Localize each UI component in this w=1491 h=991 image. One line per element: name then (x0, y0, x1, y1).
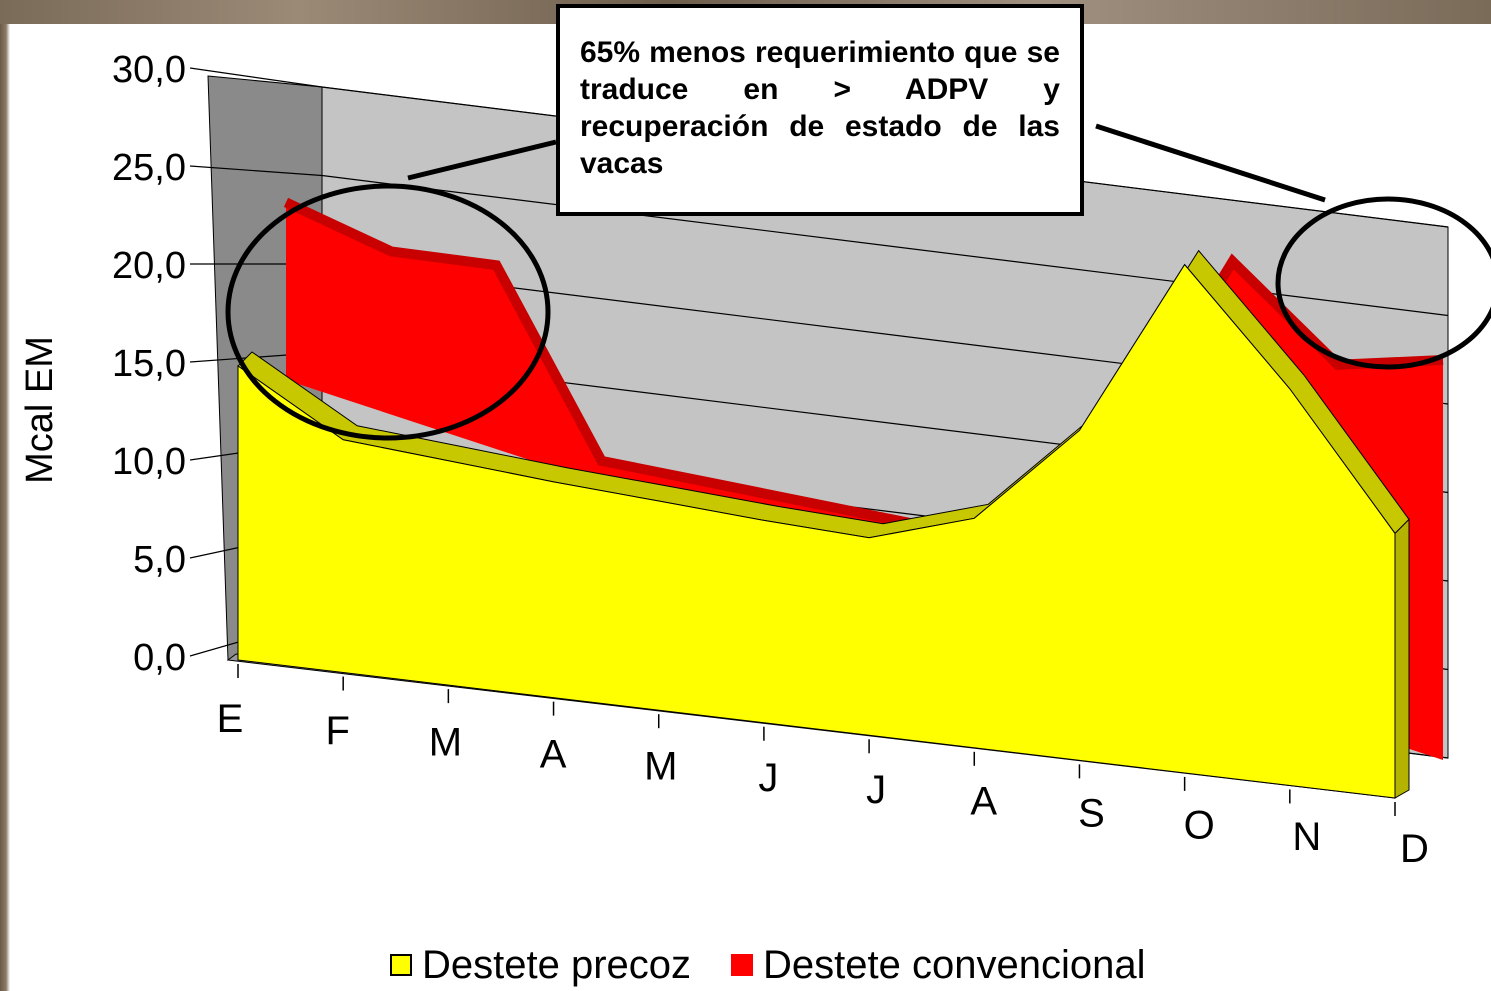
legend-swatch-precoz (390, 954, 412, 976)
legend-label-precoz: Destete precoz (422, 942, 692, 987)
x-tick-label-10: N (1292, 815, 1321, 859)
x-tick-label-6: J (866, 768, 886, 812)
y-tick-label-4: 20,0 (112, 245, 186, 287)
y-tick-label-2: 10,0 (112, 441, 186, 483)
highlight-ellipse-right (1275, 196, 1491, 370)
y-tick-label-1: 5,0 (133, 539, 186, 581)
x-tick-label-0: E (217, 697, 244, 741)
x-tick-label-3: A (540, 732, 567, 776)
y-axis-label: Mcal EM (19, 336, 61, 484)
x-tick-label-8: S (1078, 792, 1105, 836)
gridline-side-6 (189, 67, 323, 88)
x-tick-label-2: M (429, 721, 462, 765)
gridline-side-5 (189, 165, 323, 177)
y-tick-label-5: 25,0 (112, 147, 186, 189)
annotation-callout: 65% menos requerimiento que se traduce e… (556, 4, 1084, 216)
y-tick-label-3: 15,0 (112, 343, 186, 385)
leader-line-right (1095, 123, 1326, 203)
legend-label-convencional: Destete convencional (763, 942, 1146, 987)
x-tick-label-5: J (758, 756, 778, 800)
side-edge-destete-precoz (1394, 518, 1410, 799)
legend-swatch-convencional (731, 954, 754, 976)
chart-areas (237, 197, 1444, 799)
x-tick-label-1: F (325, 709, 349, 753)
legend: Destete precoz Destete convencional (390, 940, 1186, 990)
annotation-text: 65% menos requerimiento que se traduce e… (580, 36, 1060, 180)
line-destete-convencional (283, 197, 1444, 530)
legend-item-precoz: Destete precoz (390, 943, 691, 988)
leader-line-left (407, 139, 557, 181)
tick-labels: 0,0 5,0 10,0 15,0 20,0 25,0 30,0E F M A M J J A S O N D Mc… (19, 49, 1429, 871)
x-tick-label-7: A (970, 780, 997, 824)
x-tick-label-9: O (1184, 803, 1215, 847)
x-tick-label-11: D (1400, 827, 1429, 871)
y-tick-label-0: 0,0 (133, 637, 186, 679)
highlight-ellipse-left (225, 183, 551, 441)
y-tick-label-6: 30,0 (112, 49, 186, 91)
x-tick-label-4: M (644, 744, 677, 788)
annotation-marks (225, 123, 1491, 441)
legend-item-convencional: Destete convencional (731, 942, 1146, 988)
